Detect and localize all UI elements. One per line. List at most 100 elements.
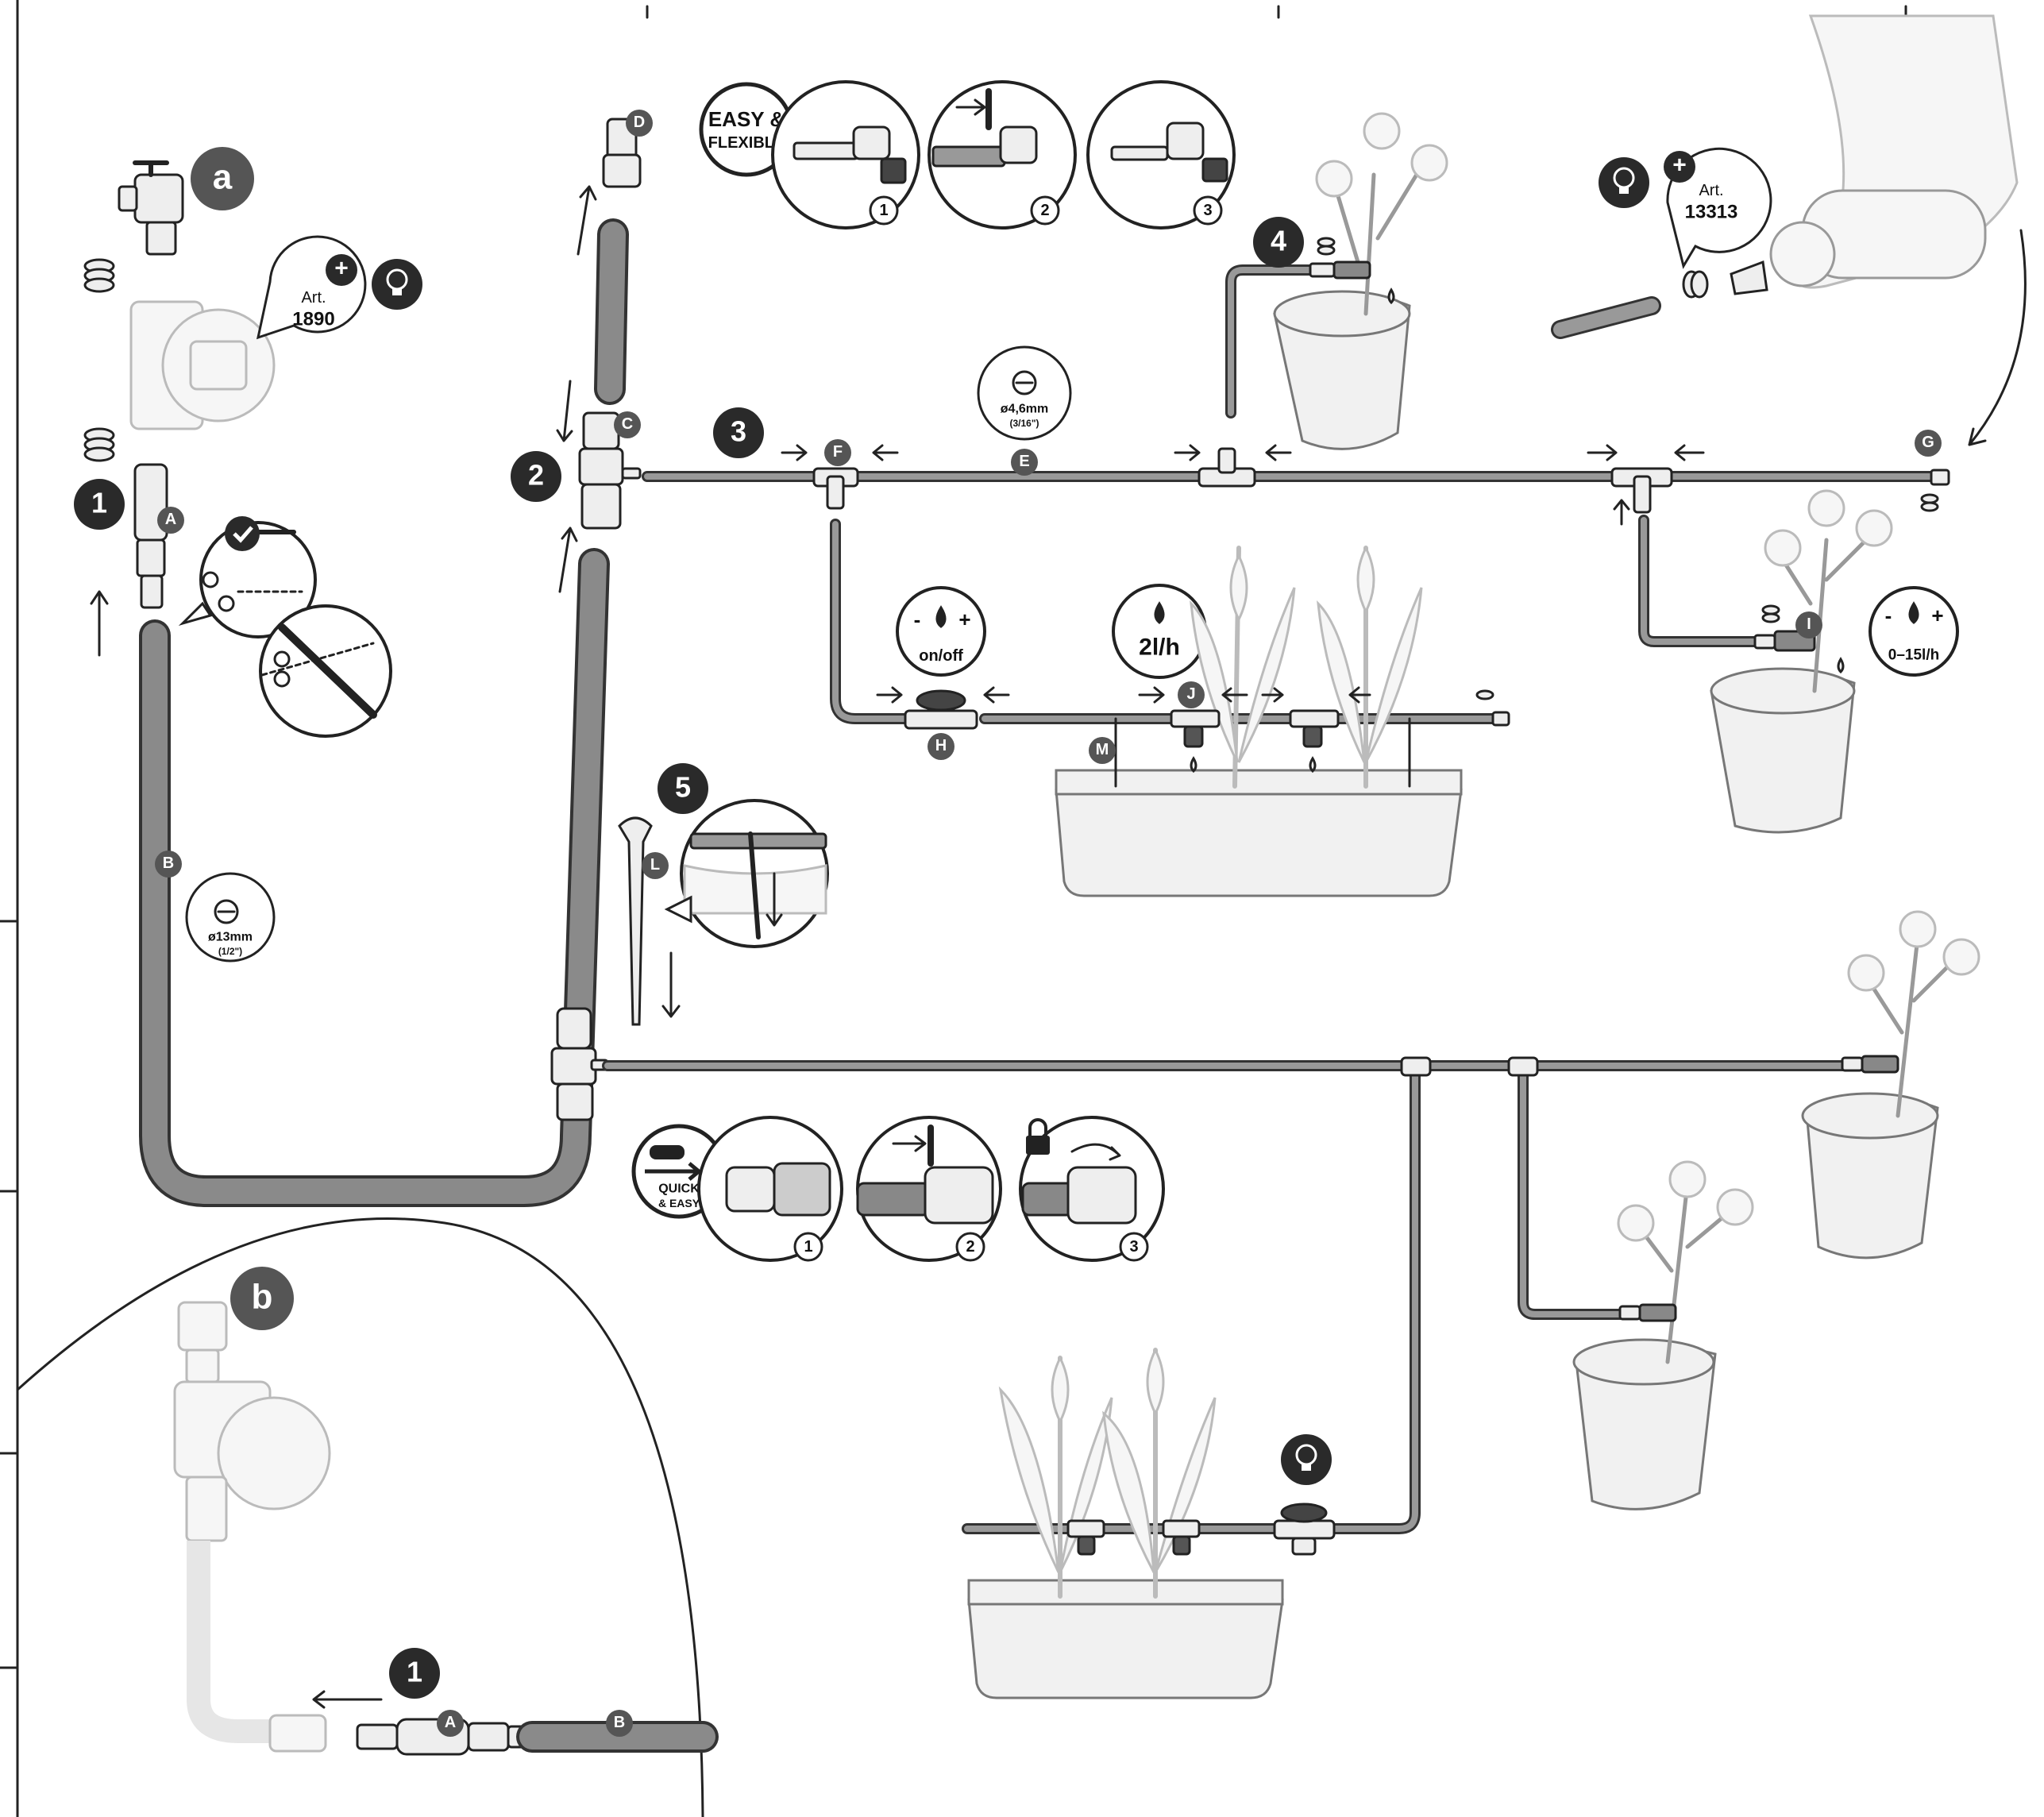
drip-rate-label: 2l/h (1139, 635, 1180, 661)
hose-segment (594, 218, 629, 405)
right-arrow-f (781, 444, 808, 461)
top-substep-2: 2 (1040, 202, 1049, 219)
add-badge: + (326, 254, 357, 286)
tip-lightbulb-icon (1599, 157, 1649, 208)
rotate-icon-4 (1317, 237, 1336, 256)
up-arrow-right (1613, 499, 1630, 526)
quick-easy-line-1: QUICK (658, 1182, 700, 1196)
left-arrow-h (983, 686, 1010, 704)
tap-icon (118, 160, 184, 256)
bottom-substep-3: 3 (1129, 1238, 1138, 1256)
box-planter-top (1055, 545, 1463, 897)
easy-flexible-badge: EASY & FLEXIBLE (699, 82, 794, 177)
art-1890-callout: Art. 1890 (256, 235, 367, 340)
drip-rate-badge: 2l/h (1112, 584, 1207, 679)
left-arrow-center (1265, 444, 1292, 461)
adjustable-plus: + (1931, 604, 1943, 627)
step-3-label: 3 (731, 415, 746, 448)
part-e-label: E (1019, 453, 1029, 470)
hose-46mm-label: ø4,6mm (1001, 403, 1048, 416)
top-substep-1: 1 (879, 202, 888, 219)
rotate-icon (83, 258, 115, 293)
down-arrow (556, 380, 573, 442)
part-label-f: F (824, 439, 851, 466)
flower-pot-lower-center (1572, 1160, 1754, 1510)
detail-top-1: 1 (771, 80, 920, 230)
left-arrow-f (872, 444, 899, 461)
cut-angled-detail (259, 604, 392, 738)
part-label-h: H (928, 733, 955, 760)
filter-a (133, 463, 168, 609)
end-plug-g (1930, 469, 1950, 486)
left-arrow-right (1674, 444, 1705, 461)
lightbulb-icon (372, 259, 422, 310)
flower-pot-top (1273, 112, 1448, 450)
part-label-j: J (1178, 681, 1205, 708)
bottom-substep-1: 1 (804, 1238, 812, 1256)
drippers-j (1170, 709, 1340, 773)
step-4-label: 4 (1271, 225, 1286, 257)
detail-bottom-2: 2 (856, 1116, 1002, 1262)
bottom-substep-2: 2 (966, 1238, 974, 1256)
dripper-4 (1309, 260, 1395, 305)
adjustable-rate-badge: - + 0–15l/h (1869, 586, 1959, 677)
art-13313-prefix: Art. (1699, 182, 1723, 199)
part-d-label: D (634, 114, 645, 131)
on-off-label: on/off (919, 647, 963, 665)
water-timer-icon (129, 300, 276, 430)
easy-flexible-line-2: FLEXIBLE (708, 134, 785, 152)
cutter-nib (1730, 260, 1768, 295)
rotate-icon-2 (83, 427, 115, 462)
part-label-g: G (1915, 430, 1942, 457)
part-label-c: C (614, 411, 641, 438)
t-piece-f (812, 467, 859, 510)
part-label-l: L (642, 852, 669, 879)
section-b-frame (16, 1217, 704, 1817)
down-arrow-5 (661, 951, 681, 1018)
part-label-a-b: A (437, 1710, 464, 1737)
right-arrow-j (1138, 686, 1165, 704)
right-arrow-right (1587, 444, 1618, 461)
part-f-label: F (833, 443, 843, 461)
check-icon (225, 516, 260, 551)
rotate-icon-g (1920, 493, 1939, 512)
step-4-badge: 4 (1253, 217, 1304, 268)
valve-lower (1273, 1503, 1336, 1556)
add-badge-2: + (1664, 151, 1695, 183)
part-g-label: G (1922, 434, 1934, 451)
part-label-d: D (626, 110, 653, 137)
art-1890-prefix: Art. (301, 289, 326, 307)
badge-a: a (191, 147, 254, 210)
part-h-label: H (935, 737, 947, 754)
t-piece-right (1610, 467, 1673, 514)
right-arrow-center (1174, 444, 1201, 461)
badge-b: b (230, 1267, 294, 1330)
detail-top-3: 3 (1086, 80, 1236, 230)
step-2-badge: 2 (511, 451, 561, 502)
hose-46mm-callout: ø4,6mm (3/16") (977, 345, 1072, 441)
detail-bottom-3: 3 (1019, 1116, 1165, 1262)
badge-b-label: b (252, 1278, 273, 1317)
rotate-icon-tool (1682, 270, 1709, 299)
left-arrow-b (312, 1690, 383, 1709)
double-arrow-j2 (1261, 687, 1284, 703)
part-m-label: M (1096, 741, 1109, 758)
stakes-m (1114, 717, 1411, 788)
flower-pot-lower-right (1801, 910, 1980, 1260)
part-b-lower-label: B (614, 1714, 625, 1731)
up-arrow-3 (577, 185, 597, 256)
part-label-b-lower: B (606, 1710, 633, 1737)
step-1-label: 1 (91, 487, 107, 519)
t-piece-center (1197, 447, 1256, 488)
hand-with-tool (1769, 14, 2019, 289)
part-label-b: B (155, 851, 182, 878)
supply-hose-b (139, 548, 610, 1207)
lower-t-pieces (1400, 1056, 1539, 1077)
up-arrow-2 (558, 527, 578, 593)
adjustable-dripper-i (1753, 630, 1845, 674)
hose-13mm-inch-label: (1/2") (218, 946, 242, 957)
easy-flexible-line-1: EASY & (708, 107, 785, 131)
part-label-m: M (1089, 737, 1116, 764)
rotate-icon-i (1761, 604, 1780, 623)
